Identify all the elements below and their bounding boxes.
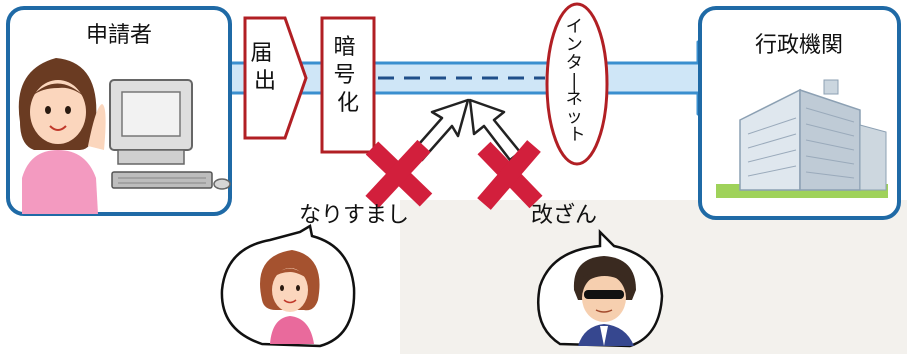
applicant-label: 申請者: [86, 23, 152, 48]
spoofing-label: なりすまし: [299, 203, 409, 228]
internet-node: イ ン タ | ネ ッ ト: [545, 2, 609, 166]
encryption-char-2: 号: [333, 63, 355, 88]
sunglasses-icon: [584, 290, 624, 299]
tamperer-person-icon: [573, 256, 636, 346]
encryption-char-1: 暗: [333, 35, 355, 60]
encryption-char-3: 化: [337, 91, 359, 116]
svg-text:イ ン タ |: イ ン タ | ネ ッ ト: [566, 17, 588, 145]
cross-mark-icon: [365, 139, 433, 209]
tamperer-bubble: [536, 228, 664, 348]
svg-text:暗 号 化: 暗 号 化: [333, 35, 362, 116]
spoofer-bubble: [220, 224, 356, 348]
spoofer-person-icon: [260, 250, 320, 344]
computer-icon: [109, 79, 231, 190]
svg-text:届 出: 届 出: [250, 41, 279, 94]
cross-mark-icon: [477, 140, 543, 210]
encryption-step: 暗 号 化: [320, 16, 376, 154]
applicant-panel: 申請者: [6, 6, 232, 216]
tampering-label: 改ざん: [531, 202, 597, 228]
notification-step: 届 出: [243, 16, 308, 140]
agency-panel: 行政機関: [698, 6, 901, 220]
notification-char-2: 出: [254, 69, 276, 94]
applicant-person-icon: [18, 58, 106, 214]
office-building-icon: [716, 79, 888, 198]
agency-label: 行政機関: [755, 33, 843, 58]
notification-char-1: 届: [250, 41, 272, 66]
